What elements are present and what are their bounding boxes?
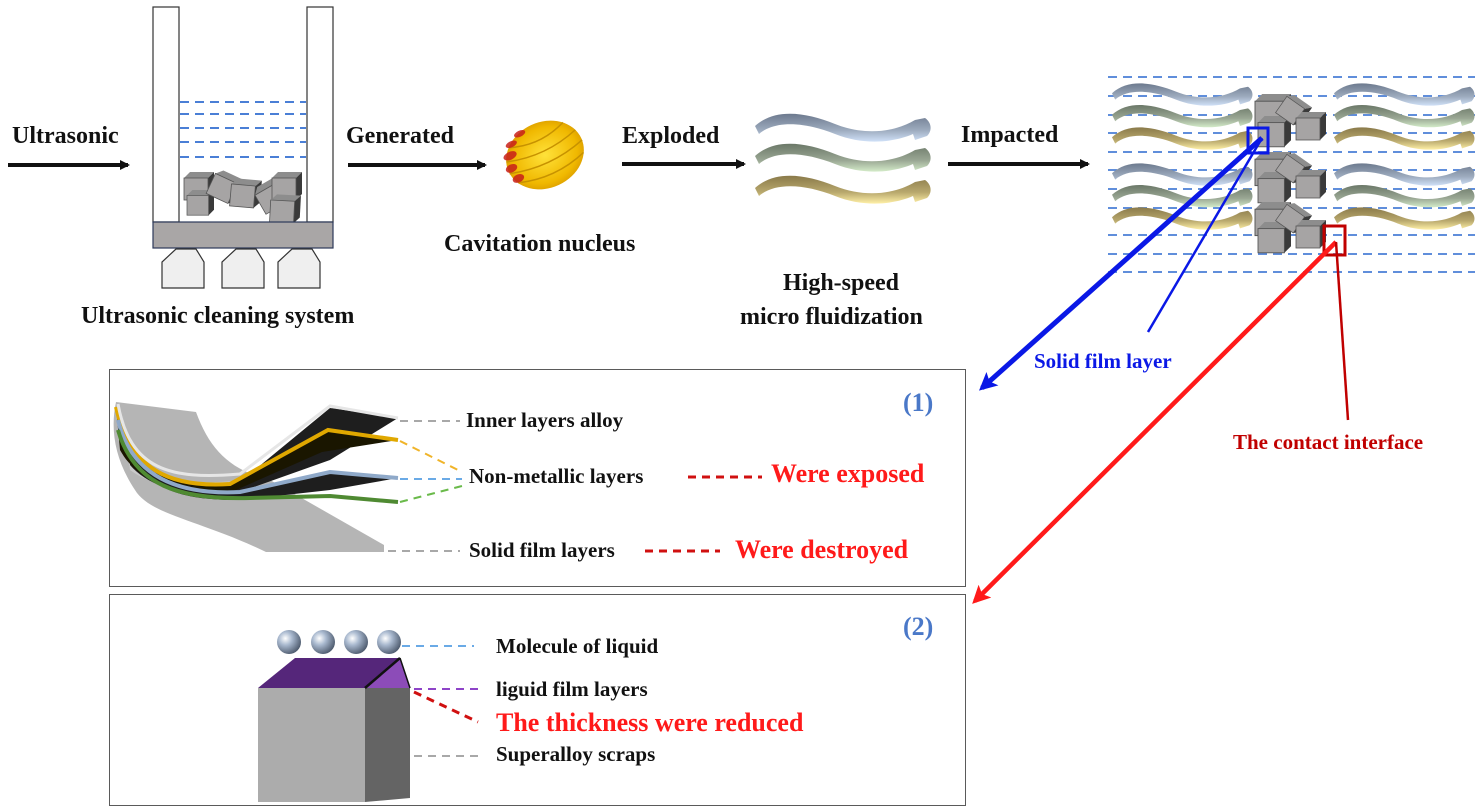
- panel-2-number: (2): [903, 612, 934, 641]
- solid-film-highlight-box: [1246, 126, 1270, 155]
- scrap-pieces-in-tank: [183, 167, 303, 224]
- were-destroyed-label: Were destroyed: [735, 535, 909, 564]
- impact-zone: [1108, 76, 1475, 273]
- impact-zone-scraps: [1254, 91, 1327, 254]
- fluidization-flow-ribbons: [755, 113, 931, 204]
- contact-interface-leader-line: [1334, 241, 1350, 421]
- panel-1-solid-film-detail: [109, 369, 966, 587]
- panel1-leader-lines: [388, 420, 762, 553]
- cavitation-nucleus-icon: [503, 120, 585, 190]
- layered-film-illustration: [113, 402, 399, 552]
- transducers: [161, 248, 321, 289]
- solid-film-layers-label: Solid film layers: [469, 538, 615, 562]
- superalloy-scraps-label: Superalloy scraps: [496, 742, 656, 766]
- were-exposed-label: Were exposed: [771, 459, 925, 488]
- contact-interface-pointer-arrow: [972, 240, 1338, 604]
- contact-interface-callout: The contact interface: [1233, 430, 1424, 454]
- panel2-leader-lines: [402, 645, 480, 757]
- ultrasonic-system-caption: Ultrasonic cleaning system: [81, 303, 355, 329]
- liquid-molecules: [277, 630, 401, 654]
- fluidization-caption-line2: micro fluidization: [740, 304, 923, 330]
- cavitation-nucleus-caption: Cavitation nucleus: [444, 231, 636, 257]
- solid-film-layer-callout: Solid film layer: [1034, 349, 1172, 373]
- impacted-label: Impacted: [961, 122, 1059, 148]
- non-metallic-layers-label: Non-metallic layers: [469, 464, 644, 488]
- panel-1-number: (1): [903, 388, 934, 417]
- water-level-lines: [180, 101, 306, 158]
- inner-layers-alloy-label: Inner layers alloy: [466, 408, 624, 432]
- ultrasonic-cleaning-tank: [152, 6, 334, 289]
- molecule-of-liquid-label: Molecule of liquid: [496, 634, 659, 658]
- superalloy-scrap-illustration: [258, 657, 411, 802]
- exploded-label: Exploded: [622, 123, 720, 149]
- fluidization-caption-line1: High-speed: [783, 270, 900, 296]
- solid-film-leader-line: [1146, 137, 1264, 333]
- thickness-reduced-label: The thickness were reduced: [496, 708, 804, 737]
- liquid-film-layers-label: liguid film layers: [496, 677, 648, 701]
- tank-base-plate: [152, 221, 334, 249]
- contact-interface-highlight-box: [1322, 224, 1347, 257]
- generated-label: Generated: [346, 123, 454, 149]
- ultrasonic-input-label: Ultrasonic: [12, 123, 119, 149]
- solid-film-pointer-arrow: [979, 136, 1264, 391]
- panel-2-liquid-film-detail: [109, 594, 966, 806]
